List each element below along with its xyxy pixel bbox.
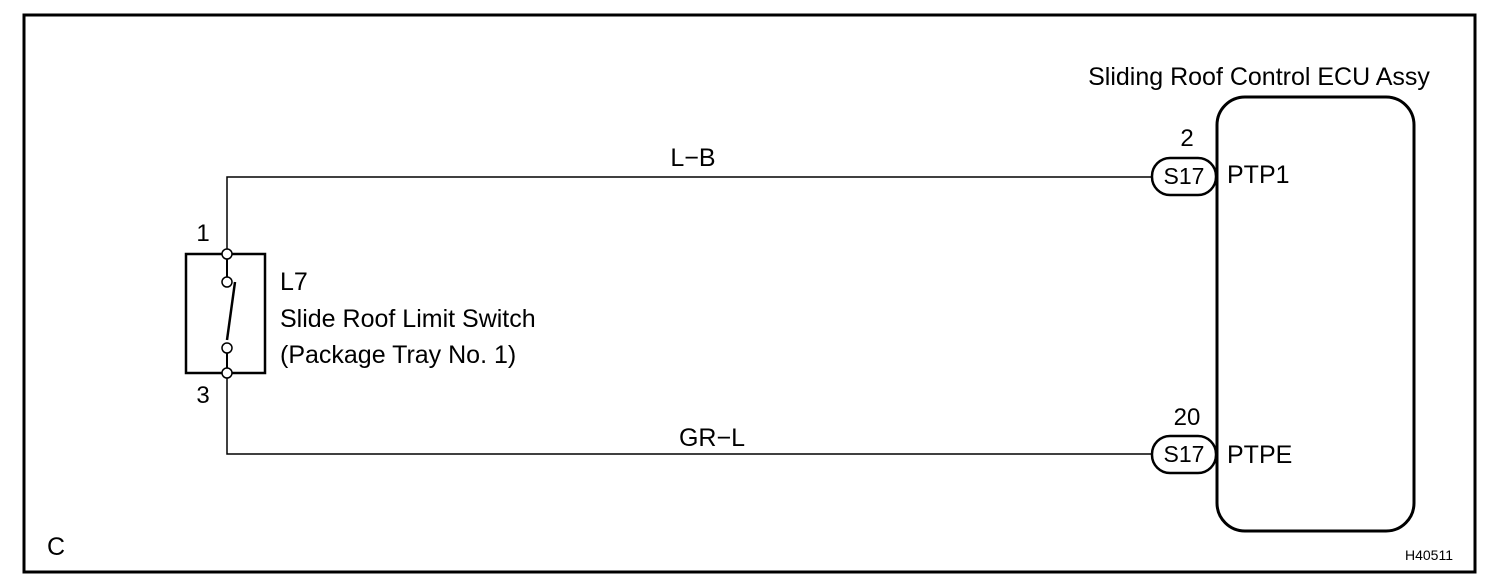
ecu-terminal-ptpe: PTPE bbox=[1227, 441, 1292, 469]
corner-letter: C bbox=[47, 533, 65, 561]
connector-top-pin: 2 bbox=[1180, 125, 1193, 152]
ecu-terminal-ptp1: PTP1 bbox=[1227, 161, 1290, 189]
wire-top bbox=[226, 176, 1152, 254]
switch-contact-upper bbox=[221, 276, 233, 288]
ecu-title: Sliding Roof Control ECU Assy bbox=[1088, 63, 1430, 91]
connector-bottom-pin: 20 bbox=[1174, 404, 1201, 431]
figure-code: H40511 bbox=[1405, 547, 1453, 563]
switch-contact-lower bbox=[221, 342, 233, 354]
switch-box bbox=[184, 252, 267, 375]
wire-bottom-color-label: GR−L bbox=[679, 424, 745, 452]
switch-pin-1: 1 bbox=[196, 220, 209, 247]
switch-terminal-1 bbox=[221, 248, 233, 260]
connector-bottom-code: S17 bbox=[1164, 441, 1205, 467]
switch-pin-3: 3 bbox=[196, 382, 209, 409]
switch-location: (Package Tray No. 1) bbox=[280, 341, 516, 369]
wire-bottom bbox=[226, 373, 1152, 455]
switch-name: Slide Roof Limit Switch bbox=[280, 305, 536, 333]
ecu-box bbox=[1215, 95, 1416, 533]
switch-code: L7 bbox=[280, 268, 308, 296]
switch-terminal-3 bbox=[221, 367, 233, 379]
connector-top-code: S17 bbox=[1164, 163, 1205, 189]
wire-top-color-label: L−B bbox=[670, 144, 715, 172]
switch-blade bbox=[225, 281, 237, 341]
diagram-frame bbox=[22, 13, 1477, 574]
